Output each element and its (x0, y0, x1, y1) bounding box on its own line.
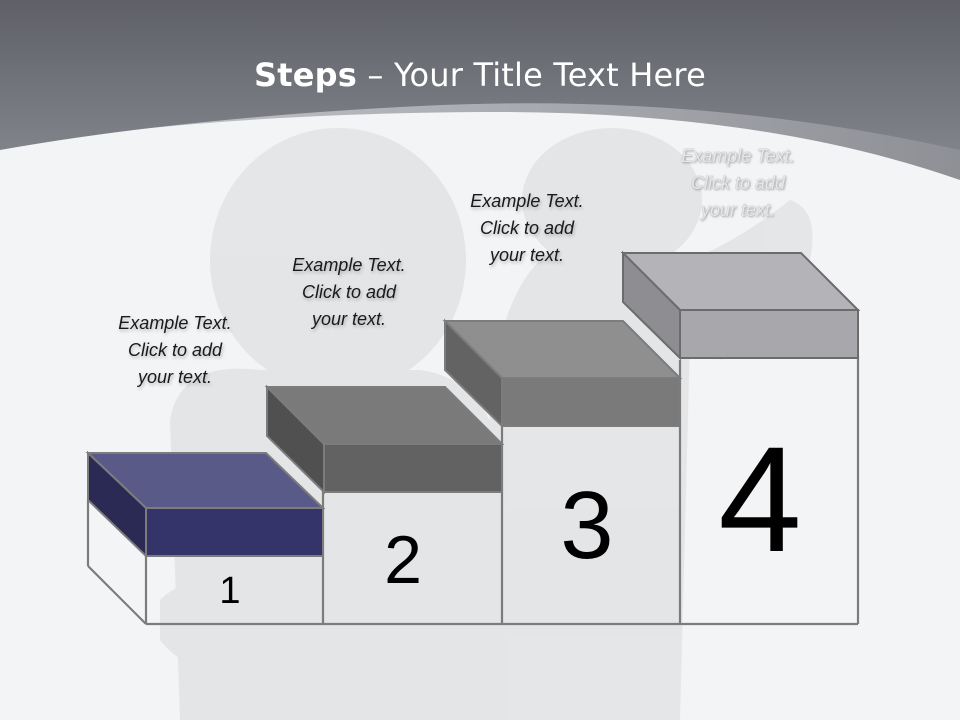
step-1-number: 1 (219, 570, 241, 612)
slide-title[interactable]: Steps – Your Title Text Here (0, 56, 960, 94)
step-4-number: 4 (718, 415, 802, 583)
step-2-caption[interactable]: Example Text. Click to add your text. (264, 252, 434, 333)
caption-line: Example Text. (681, 146, 795, 166)
background-figures (160, 128, 813, 720)
caption-line: Click to add (127, 340, 223, 360)
caption-line: Click to add (479, 218, 575, 238)
title-rest: – Your Title Text Here (357, 56, 706, 94)
caption-line: your text. (489, 245, 565, 265)
step-4-caption[interactable]: Example Text. Click to add your text. (653, 143, 823, 224)
caption-line: Click to add (301, 282, 397, 302)
caption-line: your text. (700, 200, 776, 220)
caption-line: Example Text. (292, 255, 406, 275)
step-1-caption[interactable]: Example Text. Click to add your text. (90, 310, 260, 391)
step-block-2[interactable] (264, 384, 505, 495)
step-3-caption[interactable]: Example Text. Click to add your text. (442, 188, 612, 269)
caption-line: Example Text. (118, 313, 232, 333)
caption-line: your text. (311, 309, 387, 329)
caption-line: Example Text. (470, 191, 584, 211)
title-bold: Steps (254, 56, 358, 94)
step-2-number: 2 (384, 522, 422, 598)
caption-line: your text. (137, 367, 213, 387)
step-block-4[interactable] (620, 250, 861, 361)
step-block-1[interactable] (85, 450, 326, 559)
step-3-number: 3 (560, 472, 614, 579)
step-block-3[interactable] (442, 318, 683, 429)
caption-line: Click to add (690, 173, 786, 193)
